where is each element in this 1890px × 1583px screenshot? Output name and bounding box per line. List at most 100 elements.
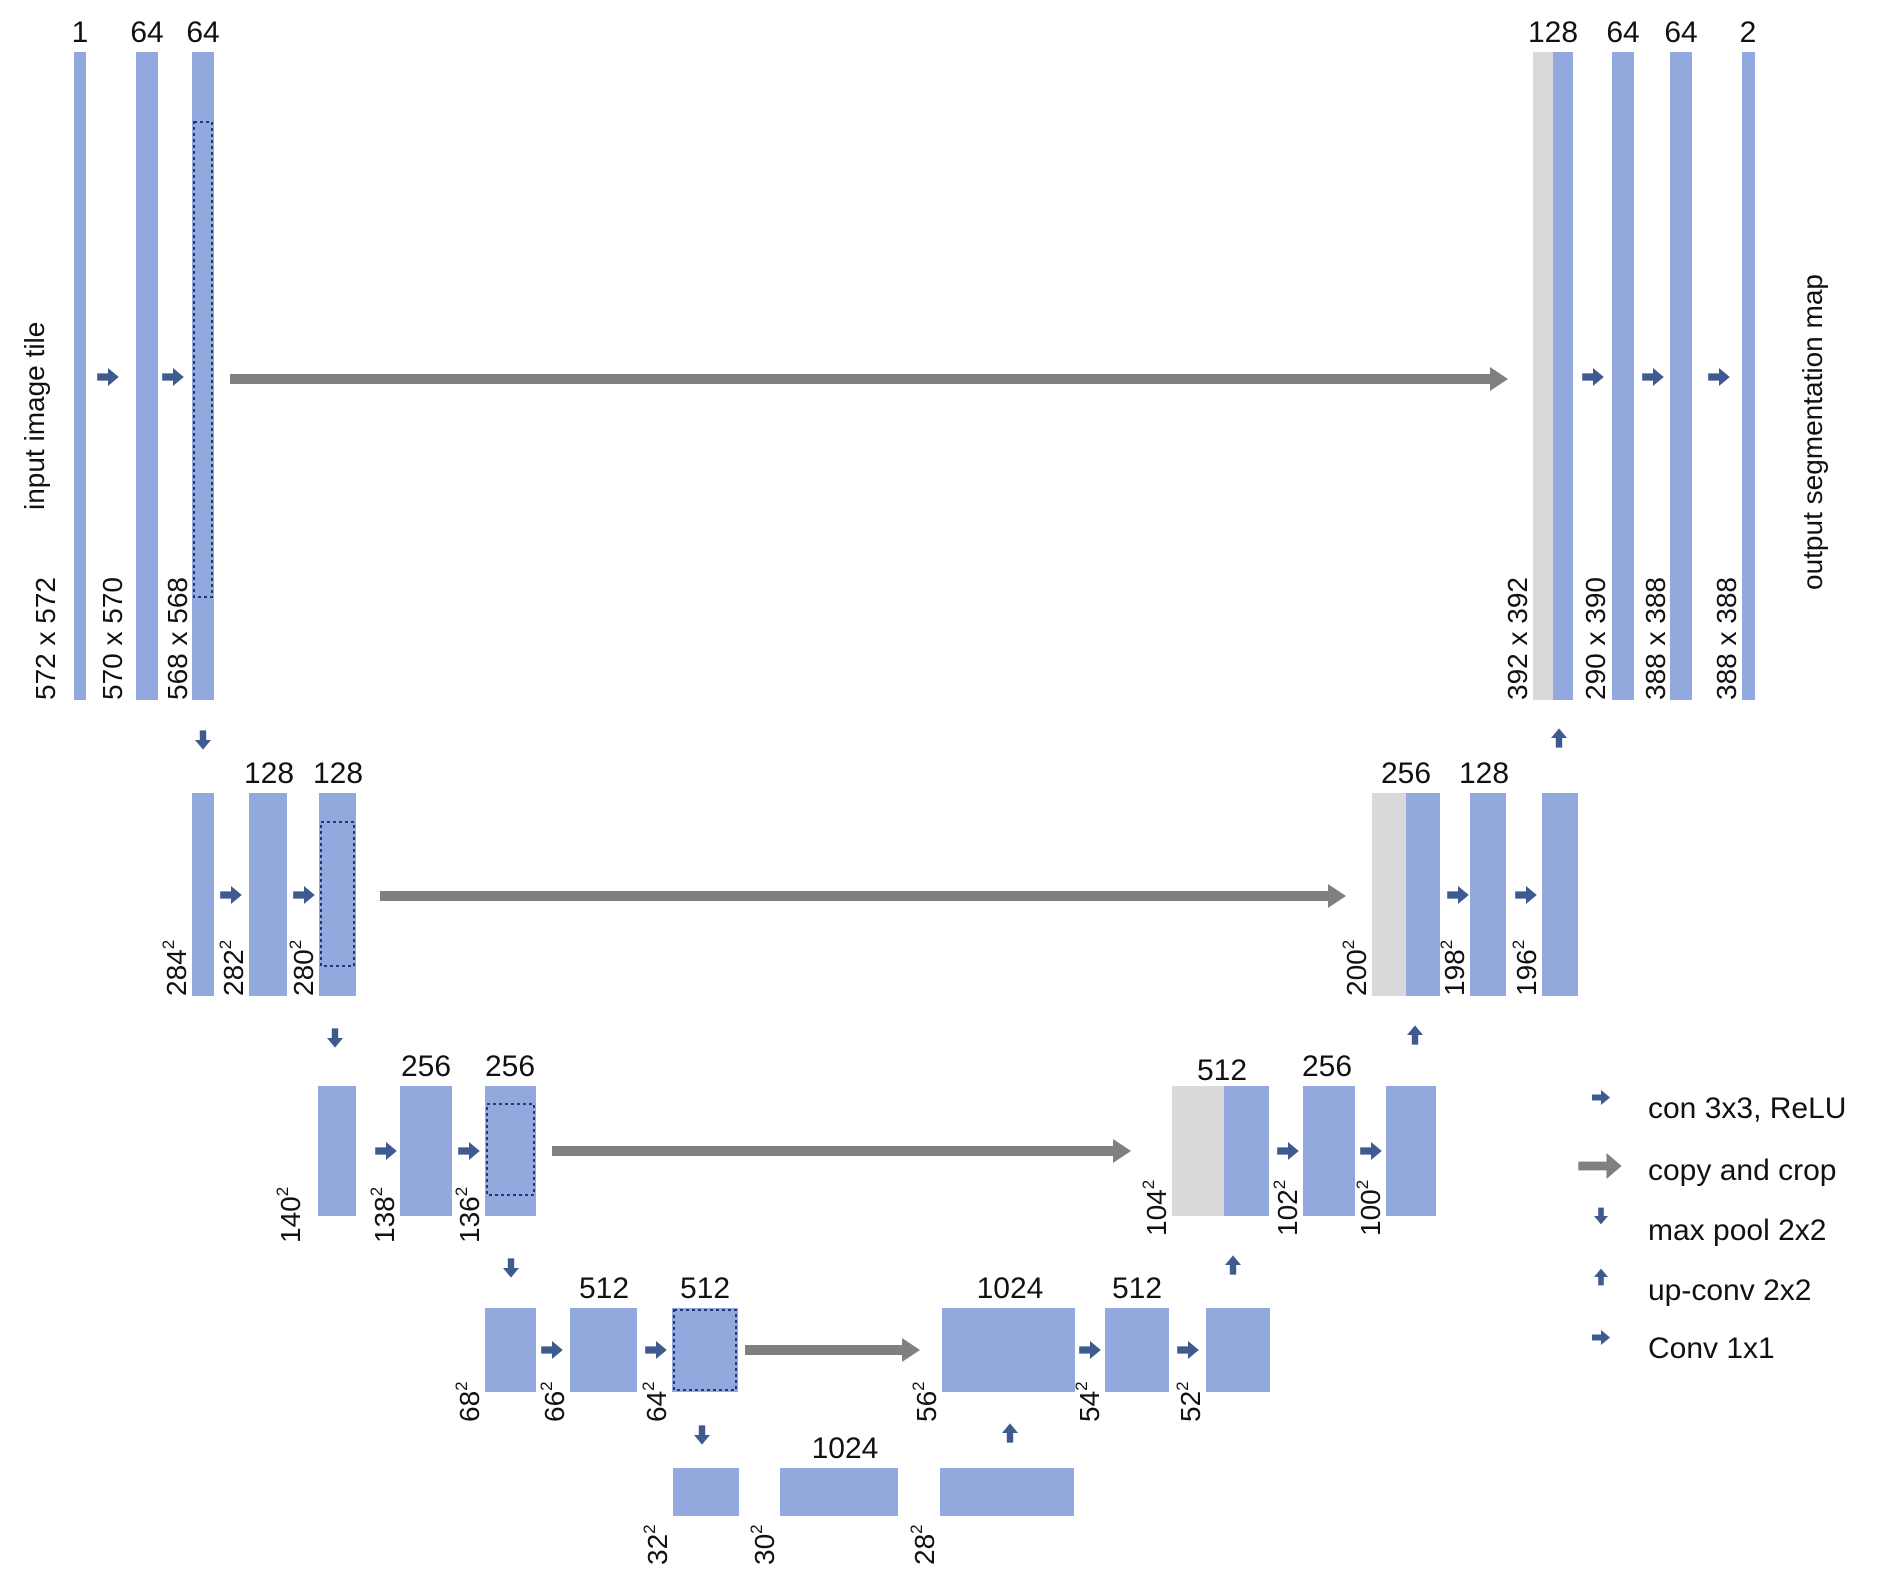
size-label: 322: [640, 1524, 673, 1565]
maxpool-arrow-icon: [327, 1028, 343, 1048]
copy-crop-arrow: [745, 1345, 905, 1355]
conv1x1-arrow-icon: [1708, 368, 1730, 386]
size-label: 682: [452, 1381, 485, 1422]
conv-arrow-icon: [1592, 1090, 1610, 1105]
feature-map: [1406, 793, 1440, 996]
size-label: 1402: [273, 1187, 306, 1243]
size-label: 2822: [216, 940, 249, 996]
channel-label: 64: [186, 16, 219, 49]
feature-map: [942, 1308, 1075, 1392]
feature-map: [485, 1086, 536, 1216]
channel-label: 1: [72, 16, 89, 49]
feature-map: [1670, 52, 1692, 700]
channel-label: 512: [1112, 1272, 1162, 1305]
conv-arrow-icon: [293, 886, 315, 904]
output-map: [1742, 52, 1755, 700]
input-title: input image tile: [19, 322, 50, 510]
size-label: 1962: [1509, 940, 1542, 996]
feature-map: [1303, 1086, 1355, 1216]
size-label: 642: [639, 1381, 672, 1422]
maxpool-arrow-icon: [694, 1425, 710, 1445]
feature-map: [1470, 793, 1506, 996]
channel-label: 256: [1302, 1050, 1352, 1083]
feature-map: [1542, 793, 1578, 996]
size-label: 1022: [1270, 1180, 1303, 1236]
feature-map: [672, 1308, 738, 1392]
copied-feature-map: [1533, 52, 1553, 700]
conv-arrow-icon: [645, 1341, 667, 1359]
maxpool-arrow-icon: [1594, 1207, 1608, 1225]
crop-region-outline: [673, 1309, 737, 1391]
size-label: 388 x 388: [1640, 577, 1671, 700]
channel-label: 2: [1740, 16, 1757, 49]
size-label: 1042: [1139, 1180, 1172, 1236]
size-label: 1382: [367, 1187, 400, 1243]
size-label: 562: [909, 1381, 942, 1422]
feature-map: [1553, 52, 1573, 700]
feature-map: [74, 52, 86, 700]
size-label: 282: [907, 1524, 940, 1565]
feature-map: [1224, 1086, 1269, 1216]
size-label: 1362: [452, 1187, 485, 1243]
feature-map: [570, 1308, 637, 1392]
copy-crop-arrowhead: [1328, 884, 1346, 908]
channel-label: 512: [1197, 1054, 1247, 1087]
upconv-arrow-icon: [1594, 1268, 1608, 1286]
crop-region-outline: [486, 1103, 535, 1196]
channel-label: 512: [579, 1272, 629, 1305]
copy-crop-arrow: [380, 891, 1330, 901]
legend-label: Conv 1x1: [1648, 1332, 1775, 1365]
legend-label: up-conv 2x2: [1648, 1274, 1811, 1307]
size-label: 542: [1072, 1381, 1105, 1422]
size-label: 388 x 388: [1711, 577, 1742, 700]
legend-label: max pool 2x2: [1648, 1214, 1826, 1247]
channel-label: 512: [680, 1272, 730, 1305]
size-label: 1002: [1353, 1180, 1386, 1236]
legend-label: copy and crop: [1648, 1154, 1836, 1187]
feature-map: [136, 52, 158, 700]
feature-map: [249, 793, 287, 996]
feature-map: [400, 1086, 452, 1216]
copy-crop-arrowhead: [902, 1338, 920, 1362]
conv1x1-arrow-icon: [1592, 1330, 1610, 1345]
conv-arrow-icon: [1447, 886, 1469, 904]
crop-region-outline: [320, 821, 355, 967]
size-label: 2802: [286, 940, 319, 996]
channel-label: 1024: [977, 1272, 1044, 1305]
conv-arrow-icon: [1582, 368, 1604, 386]
conv-arrow-icon: [97, 368, 119, 386]
upconv-arrow-icon: [1225, 1255, 1241, 1275]
size-label: 572 x 572: [30, 577, 61, 700]
channel-label: 128: [313, 757, 363, 790]
copy-crop-arrowhead: [1490, 367, 1508, 391]
channel-label: 64: [130, 16, 163, 49]
conv-arrow-icon: [375, 1142, 397, 1160]
size-label: 290 x 390: [1580, 577, 1611, 700]
size-label: 392 x 392: [1502, 577, 1533, 700]
legend: con 3x3, ReLU copy and crop max pool 2x2…: [1578, 1090, 1846, 1365]
feature-map: [673, 1468, 739, 1516]
feature-map: [318, 1086, 356, 1216]
maxpool-arrow-icon: [503, 1258, 519, 1278]
crop-region-outline: [193, 121, 213, 598]
legend-label: con 3x3, ReLU: [1648, 1092, 1846, 1125]
channel-label: 256: [485, 1050, 535, 1083]
conv-arrow-icon: [1515, 886, 1537, 904]
size-label: 570 x 570: [97, 577, 128, 700]
size-label: 568 x 568: [162, 577, 193, 700]
channel-label: 64: [1664, 16, 1697, 49]
size-label: 302: [747, 1524, 780, 1565]
size-label: 2002: [1339, 940, 1372, 996]
feature-map: [1105, 1308, 1169, 1392]
conv-arrow-icon: [1177, 1341, 1199, 1359]
channel-label: 256: [1381, 757, 1431, 790]
feature-map: [485, 1308, 536, 1392]
feature-map: [192, 52, 214, 700]
feature-map: [780, 1468, 898, 1516]
copied-feature-map: [1372, 793, 1406, 996]
channel-label: 1024: [812, 1432, 879, 1465]
channel-label: 128: [1528, 16, 1578, 49]
feature-map: [319, 793, 356, 996]
